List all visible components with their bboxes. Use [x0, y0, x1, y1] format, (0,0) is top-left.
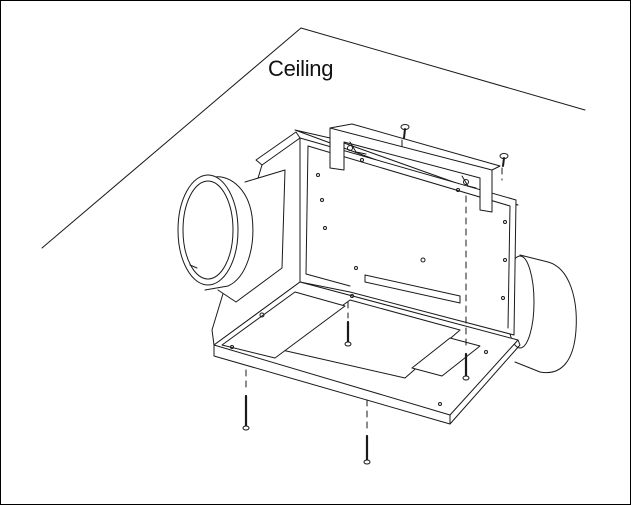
- screw-top-left: [400, 124, 410, 139]
- guide-lines: [245, 139, 503, 433]
- screw-plate-right: [462, 352, 470, 381]
- ceiling-plane: [41, 27, 586, 249]
- screw-plate-center: [344, 320, 352, 347]
- left-duct-collar: [177, 169, 286, 303]
- ceiling-label: Ceiling: [268, 56, 334, 81]
- screws: [242, 124, 509, 465]
- screw-bottom-left: [242, 394, 250, 431]
- right-duct-collar: [505, 254, 577, 374]
- screw-top-right: [499, 153, 509, 167]
- mounting-bracket: [329, 123, 501, 213]
- bottom-plate: [213, 281, 521, 425]
- screw-bottom-center: [363, 434, 371, 465]
